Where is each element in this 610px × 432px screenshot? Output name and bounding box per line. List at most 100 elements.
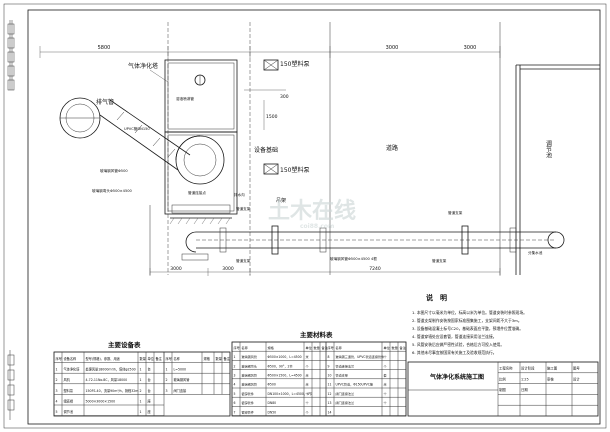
materials-cell: DN80 xyxy=(268,401,277,405)
pipe-frame-label: 管道支架 xyxy=(432,258,447,263)
materials2-cell: UPVC管道，Φ150UPVC等 xyxy=(336,382,374,387)
equipment-cell: 座 xyxy=(148,398,152,403)
materials2-cell: 套 xyxy=(384,373,387,378)
materials-cell: 镀锌管件 xyxy=(242,409,254,414)
dim-1500: 1500 xyxy=(266,114,278,120)
pump-mid-label: 150塑料泵 xyxy=(280,166,309,174)
equipment-cell: 台 xyxy=(148,377,151,382)
left-margin-marks xyxy=(7,20,15,420)
title-block-cell: 比例 xyxy=(499,376,506,381)
inclined-duct xyxy=(59,97,201,171)
pump-mid: 150塑料泵 xyxy=(263,163,309,175)
dim-bottom-run: 7240 xyxy=(369,266,381,272)
annot-2: UPVC管DN150 xyxy=(124,126,150,131)
materials-header-cell: 数量 xyxy=(314,345,320,350)
notes-line-4: 4. 管道穿墙处应设套管，管道连接采用法兰连接。 xyxy=(412,334,497,339)
materials2-cell: 11 xyxy=(328,383,332,387)
materials-cell: 7 xyxy=(234,410,236,414)
materials-cell: 镀锌管件 xyxy=(242,400,254,405)
materials2-cell: 14 xyxy=(328,410,332,414)
notes-line-3: 3. 设备基础混凝土标号C20，基础表面应平整，预埋件位置准确。 xyxy=(412,326,523,331)
notes-line-6: 6. 其他未尽事宜按国家有关施工及验收规范执行。 xyxy=(412,350,497,355)
exhaust-pipe-label: 排气管 xyxy=(96,98,114,106)
materials-cell: 米 xyxy=(306,382,309,387)
materials-header-cell: 单位 xyxy=(306,345,312,350)
dim-top-left: 5800 xyxy=(98,45,111,51)
wall-hatch xyxy=(169,217,232,225)
materials2-cell: 阀门连接法兰 xyxy=(336,391,355,396)
equipment-cell: 1 xyxy=(140,368,142,372)
title-block-cell: 制图 xyxy=(499,387,506,392)
title-block-cell: 审核 xyxy=(547,376,554,381)
equipment-cell: 1 xyxy=(140,399,142,403)
dim-bottom-left: 3000 xyxy=(170,266,182,272)
materials2-cell: 管道连接法兰 xyxy=(336,363,355,368)
materials2-header-cell: 名称 xyxy=(336,345,342,350)
equipment-cell: 3 xyxy=(56,389,58,393)
materials-header-cell: 序号 xyxy=(234,345,240,350)
notes-title: 说 明 xyxy=(426,293,447,302)
equipment-cell: 调节池 xyxy=(64,409,74,414)
materials-cell: 米 xyxy=(306,373,309,378)
equipment2-cell: 阀门连接 xyxy=(174,388,188,393)
equipment2-cell: 玻璃钢风管 xyxy=(174,377,190,382)
regulation-pool: 调节池 xyxy=(515,64,600,275)
annot-5: 管道支架 xyxy=(236,206,251,211)
materials-cell: 镀锌管件 xyxy=(242,391,254,396)
equipment-header-cell: 序号 xyxy=(56,356,62,361)
materials2-cell: 个 xyxy=(384,355,387,359)
materials-cell: 玻璃钢弯头 xyxy=(242,363,257,368)
materials2-header-cell: 备注 xyxy=(400,345,406,350)
annot-9: 分集水池 xyxy=(528,250,543,255)
main-pipe xyxy=(185,225,565,255)
annot-8: 管道支架 xyxy=(236,258,251,263)
annot-pipe-main: 玻璃钢风管Φ500×4500 4根 xyxy=(330,256,377,261)
equipment-header-cell: 单位 xyxy=(148,356,155,361)
road-label: 道路 xyxy=(386,144,398,152)
materials-cell: 玻璃钢风管 xyxy=(242,373,257,378)
main-materials-title: 主要材料表 xyxy=(300,330,333,339)
main-equipment-title: 主要设备表 xyxy=(108,340,141,349)
notes-line-2: 2. 管道支架制作安装按国家标准图集施工，支架间距不大于3m。 xyxy=(412,318,522,323)
materials2-cell: 9 xyxy=(328,364,330,368)
regulation-pool-label: 调节池 xyxy=(545,139,552,158)
materials2-cell: 8 xyxy=(328,355,330,359)
outer-frame xyxy=(3,3,607,429)
materials-cell: 玻璃钢风管 xyxy=(242,354,257,359)
top-dimension-line: 5800 3000 3000 xyxy=(39,45,501,58)
equipment-header-cell: 型号(规格)、参数、用途 xyxy=(86,356,121,361)
equipment-cell: 气体净化塔 xyxy=(64,367,81,372)
watermark-sub: coi88.com xyxy=(300,223,334,230)
title-block-cell: 施工图 xyxy=(547,366,558,371)
equipment-cell: 塑料泵 xyxy=(64,388,74,393)
materials2-cell: 个 xyxy=(384,392,387,396)
materials-cell: Φ500×1500，L=4500 xyxy=(268,374,302,378)
materials-cell: Φ500×1000，L=4500 xyxy=(268,355,302,359)
dim-top-mid: 3000 xyxy=(386,45,399,51)
title-block-cell: 1:25 xyxy=(521,377,529,381)
pump-top: 150塑料泵 xyxy=(263,59,309,71)
pipe-end xyxy=(547,231,565,249)
materials-cell: 个 xyxy=(306,410,309,414)
notes-block: 说 明 1. 本图尺寸以毫米为单位，标高以米为单位。管道安装时参照现场。 2. … xyxy=(412,293,527,355)
building-side-dims: 300 1500 xyxy=(244,89,289,130)
materials-cell: 2 xyxy=(234,364,236,368)
equipment-cell: 台 xyxy=(148,388,151,393)
note-a-label: 管道支架 xyxy=(448,210,463,215)
equipment-cell: 2 xyxy=(140,389,142,393)
equipment-cell: 风机 xyxy=(64,377,71,382)
equipment2-cell: 2 xyxy=(166,378,168,382)
equipment2-header-cell: 数量 xyxy=(216,356,223,361)
equipment-cell: 5 xyxy=(56,410,58,414)
materials2-cell: 10 xyxy=(328,374,332,378)
equipment-cell: 台 xyxy=(148,367,151,372)
equipment2-header-cell: 名称 xyxy=(174,356,181,361)
equipment2-header-cell: 备注 xyxy=(224,356,231,361)
equipment-header-cell: 设备名称 xyxy=(64,356,78,361)
equipment-cell: 储液槽 xyxy=(64,398,74,403)
materials-cell: 米 xyxy=(306,354,309,359)
gas-tower-label: 气体净化塔 xyxy=(128,62,158,70)
equipment2-header-cell: 序号 xyxy=(166,356,172,361)
